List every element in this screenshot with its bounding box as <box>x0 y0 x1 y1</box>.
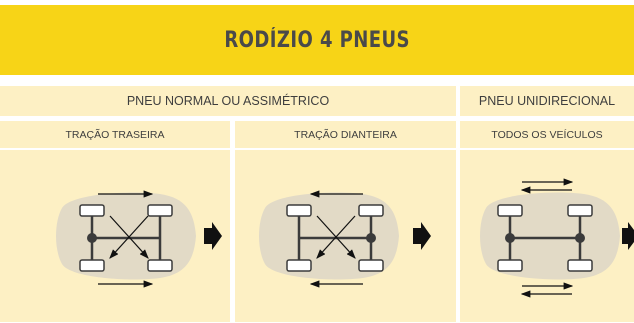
subheader-all-vehicles: TODOS OS VEÍCULOS <box>460 121 634 148</box>
header-normal-label: PNEU NORMAL OU ASSIMÉTRICO <box>126 94 330 108</box>
header-normal: PNEU NORMAL OU ASSIMÉTRICO <box>0 86 456 116</box>
title-banner: RODÍZIO 4 PNEUS <box>0 5 634 75</box>
diagram-rear-drive <box>0 150 230 322</box>
drive-hub <box>87 233 97 243</box>
tire-front-right <box>358 204 384 217</box>
header-unidirectional: PNEU UNIDIRECIONAL <box>460 86 634 116</box>
diagram-all-vehicles <box>460 150 634 322</box>
drive-hub <box>366 233 376 243</box>
direction-arrow-icon <box>622 222 634 250</box>
subheader-all-vehicles-label: TODOS OS VEÍCULOS <box>491 128 603 141</box>
header-unidirectional-label: PNEU UNIDIRECIONAL <box>478 94 616 108</box>
cross-arrow-2 <box>316 215 356 259</box>
subheader-front-drive-label: TRAÇÃO DIANTEIRA <box>294 128 397 141</box>
tire-rear-left <box>497 259 523 272</box>
cross-arrow-2 <box>109 215 149 259</box>
tire-front-left <box>497 204 523 217</box>
tire-front-right <box>567 204 593 217</box>
tire-rear-right <box>147 259 173 272</box>
tire-front-left <box>79 204 105 217</box>
page-title: RODÍZIO 4 PNEUS <box>224 27 410 53</box>
diagram-front-drive <box>235 150 456 322</box>
subheader-front-drive: TRAÇÃO DIANTEIRA <box>235 121 456 148</box>
subheader-rear-drive: TRAÇÃO TRASEIRA <box>0 121 230 148</box>
car-silhouette <box>56 192 196 280</box>
direction-arrow-icon <box>413 222 431 250</box>
tire-rear-right <box>567 259 593 272</box>
tire-rear-left <box>79 259 105 272</box>
tire-front-right <box>147 204 173 217</box>
subheader-rear-drive-label: TRAÇÃO TRASEIRA <box>65 128 165 141</box>
tire-front-left <box>286 204 312 217</box>
drive-hub-left <box>505 233 515 243</box>
tire-rear-right <box>358 259 384 272</box>
drive-hub-right <box>575 233 585 243</box>
direction-arrow-icon <box>204 222 222 250</box>
tire-rear-left <box>286 259 312 272</box>
